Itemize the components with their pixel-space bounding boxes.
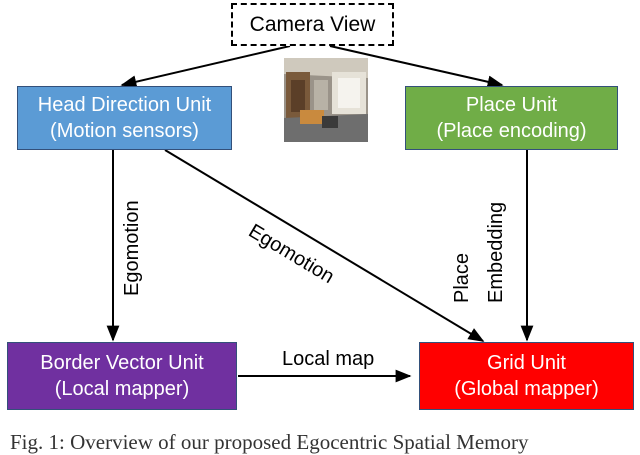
camera-view-node: Camera View <box>231 3 394 46</box>
grid-unit-subtitle: (Global mapper) <box>454 378 599 400</box>
local-map-label: Local map <box>282 348 375 370</box>
border-vector-unit-subtitle: (Local mapper) <box>54 378 190 400</box>
figure-caption: Fig. 1: Overview of our proposed Egocent… <box>10 430 529 454</box>
arrow-head-direction-to-grid <box>164 149 485 342</box>
place-label: Place <box>451 252 473 303</box>
arrow-layer <box>106 45 534 383</box>
arrow-camera-to-head-direction <box>120 45 291 88</box>
camera-view-label: Camera View <box>249 12 376 36</box>
grid-unit-node: Grid Unit (Global mapper) <box>419 342 634 410</box>
arrow-camera-to-place <box>329 45 504 89</box>
camera-view-image <box>284 58 368 142</box>
place-unit-title: Place Unit <box>465 94 558 116</box>
egomotion-vertical-label: Egomotion <box>121 200 143 296</box>
place-unit-node: Place Unit (Place encoding) <box>405 86 618 150</box>
embedding-label: Embedding <box>485 201 507 303</box>
head-direction-unit-node: Head Direction Unit (Motion sensors) <box>17 86 232 150</box>
border-vector-unit-node: Border Vector Unit (Local mapper) <box>7 342 237 410</box>
head-direction-unit-title: Head Direction Unit <box>37 94 212 116</box>
diagram: Camera View Head Direction Unit (Motion … <box>7 3 634 454</box>
place-unit-subtitle: (Place encoding) <box>436 120 587 142</box>
grid-unit-title: Grid Unit <box>487 352 566 374</box>
head-direction-unit-subtitle: (Motion sensors) <box>50 120 199 142</box>
border-vector-unit-title: Border Vector Unit <box>40 352 204 374</box>
